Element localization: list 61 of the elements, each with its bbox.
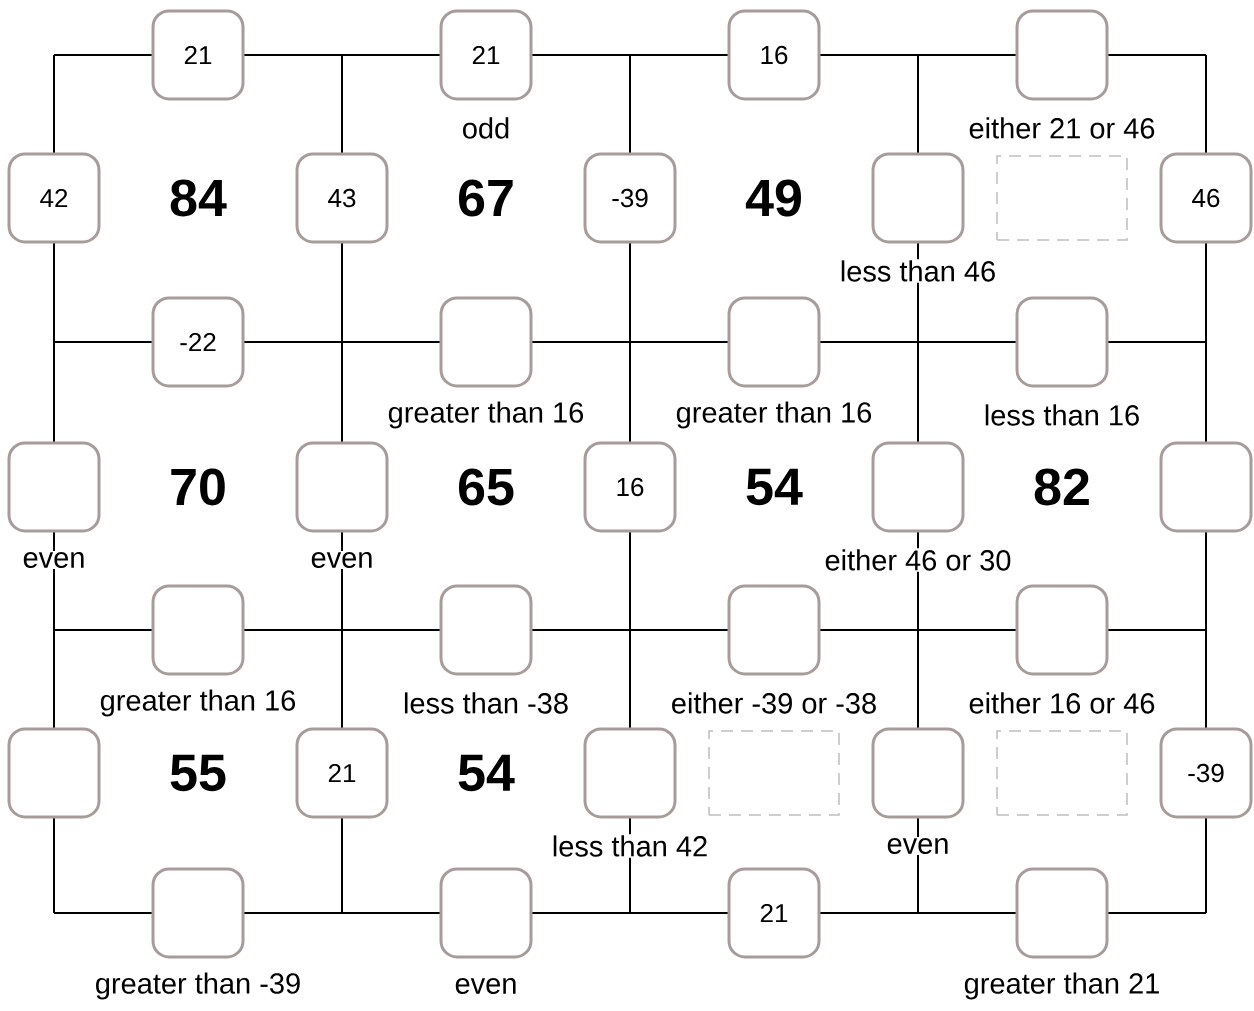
answer-box [1015, 9, 1109, 101]
clue-text: even [309, 551, 375, 569]
number-box: -22 [151, 296, 245, 388]
clue-text: less than 42 [550, 834, 710, 858]
clue-text: greater than 16 [386, 400, 586, 430]
answer-box [439, 296, 533, 388]
clue-text: even [21, 551, 87, 569]
clue-text: less than 46 [838, 259, 998, 283]
number-box: 21 [439, 9, 533, 101]
answer-box [727, 584, 821, 676]
answer-box [871, 441, 965, 533]
cell-number: 49 [745, 179, 801, 217]
number-box: 16 [583, 441, 677, 533]
answer-box [151, 867, 245, 959]
answer-box [439, 584, 533, 676]
answer-box [7, 727, 101, 819]
clue-text: greater than 16 [98, 688, 298, 718]
number-box: -39 [583, 152, 677, 244]
answer-box [151, 584, 245, 676]
answer-box [439, 867, 533, 959]
clue-text: less than -38 [402, 691, 571, 715]
cell-number: 84 [170, 179, 227, 217]
number-box: 21 [727, 867, 821, 959]
cell-number: 70 [171, 468, 225, 506]
answer-box [996, 730, 1128, 816]
answer-box [871, 152, 965, 244]
clue-text: even [885, 837, 951, 855]
clue-text: either 46 or 30 [823, 548, 1013, 572]
number-box: 21 [295, 727, 389, 819]
answer-box [7, 441, 101, 533]
answer-box [708, 730, 840, 816]
clue-text: greater than 21 [962, 971, 1162, 1001]
clue-text: odd [460, 116, 512, 140]
clue-text: greater than 16 [674, 400, 874, 430]
answer-box [583, 727, 677, 819]
number-box: 43 [295, 152, 389, 244]
number-box: 46 [1159, 152, 1253, 244]
clue-text: either 16 or 46 [967, 691, 1157, 715]
answer-box [996, 155, 1128, 241]
cell-number: 55 [170, 754, 226, 792]
answer-box [295, 441, 389, 533]
cell-number: 65 [459, 468, 514, 506]
cell-number: 82 [1034, 468, 1089, 506]
cell-number: 54 [746, 468, 803, 506]
number-box: 16 [727, 9, 821, 101]
number-box: 21 [151, 9, 245, 101]
answer-box [727, 296, 821, 388]
clue-text: either -39 or -38 [669, 691, 879, 715]
answer-box [871, 727, 965, 819]
cell-number: 54 [458, 754, 515, 792]
clue-text: less than 16 [982, 403, 1142, 427]
clue-text: greater than -39 [93, 971, 303, 1001]
number-box: -39 [1159, 727, 1253, 819]
number-box: 42 [7, 152, 101, 244]
answer-box [1159, 441, 1253, 533]
answer-box [1015, 296, 1109, 388]
cell-number: 67 [459, 179, 513, 217]
answer-box [1015, 584, 1109, 676]
clue-text: even [453, 977, 519, 995]
answer-box [1015, 867, 1109, 959]
clue-text: either 21 or 46 [967, 116, 1157, 140]
